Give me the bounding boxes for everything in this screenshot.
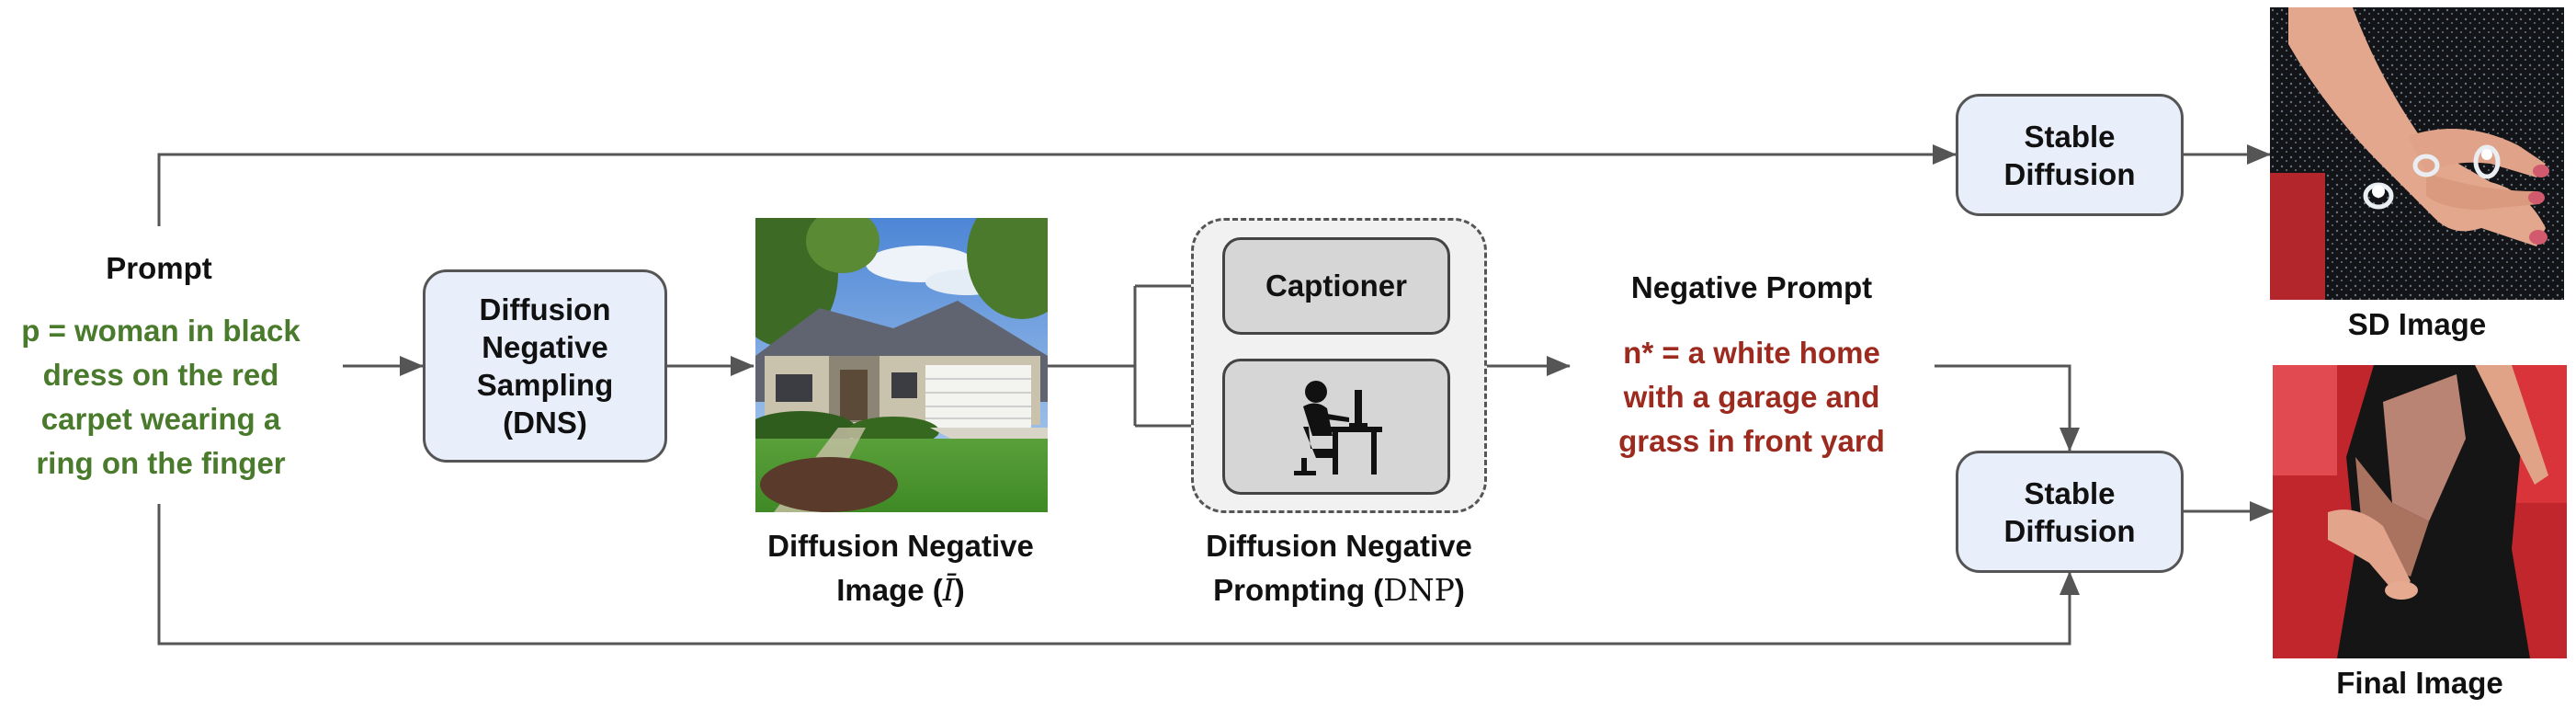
- arrow-prompt-bottom-to-sd-bottom: [157, 504, 2080, 646]
- arrow-prompt-to-sd-top: [157, 144, 1957, 226]
- arrow-negative-prompt-to-sd-bottom: [1935, 364, 2080, 452]
- sd-image: [2270, 7, 2564, 300]
- stable-diffusion-bottom-box: Stable Diffusion: [1956, 451, 2184, 573]
- final-image-caption: Final Image: [2336, 666, 2503, 700]
- arrow-image-to-dnp: [1047, 284, 1222, 428]
- stable-diffusion-top-box: Stable Diffusion: [1956, 94, 2184, 216]
- woman-in-dress-photo-icon: [2273, 365, 2567, 658]
- dnp-symbol: DNP: [1383, 572, 1455, 608]
- hand-with-rings-photo-icon: [2270, 7, 2564, 300]
- prompt-text: p = woman in black dress on the red carp…: [21, 314, 301, 480]
- dnp-caption: Diffusion Negative Prompting (DNP): [1206, 529, 1472, 608]
- sd-image-caption: SD Image: [2347, 307, 2487, 341]
- negative-prompt-title: Negative Prompt: [1630, 270, 1873, 304]
- dns-box: Diffusion Negative Sampling (DNS): [423, 269, 667, 463]
- i-bar-symbol: Ī: [942, 572, 955, 608]
- captioner-box: Captioner: [1222, 237, 1450, 335]
- house-photo-icon: [755, 218, 1048, 512]
- human-annotator-box: [1222, 359, 1450, 495]
- negative-image-caption: Diffusion Negative Image (Ī): [767, 529, 1034, 608]
- final-image: [2273, 365, 2567, 658]
- person-at-computer-icon: [1294, 381, 1382, 475]
- diffusion-negative-image: [755, 218, 1048, 512]
- negative-prompt-text: n* = a white home with a garage and gras…: [1618, 336, 1885, 458]
- prompt-title: Prompt: [106, 251, 212, 285]
